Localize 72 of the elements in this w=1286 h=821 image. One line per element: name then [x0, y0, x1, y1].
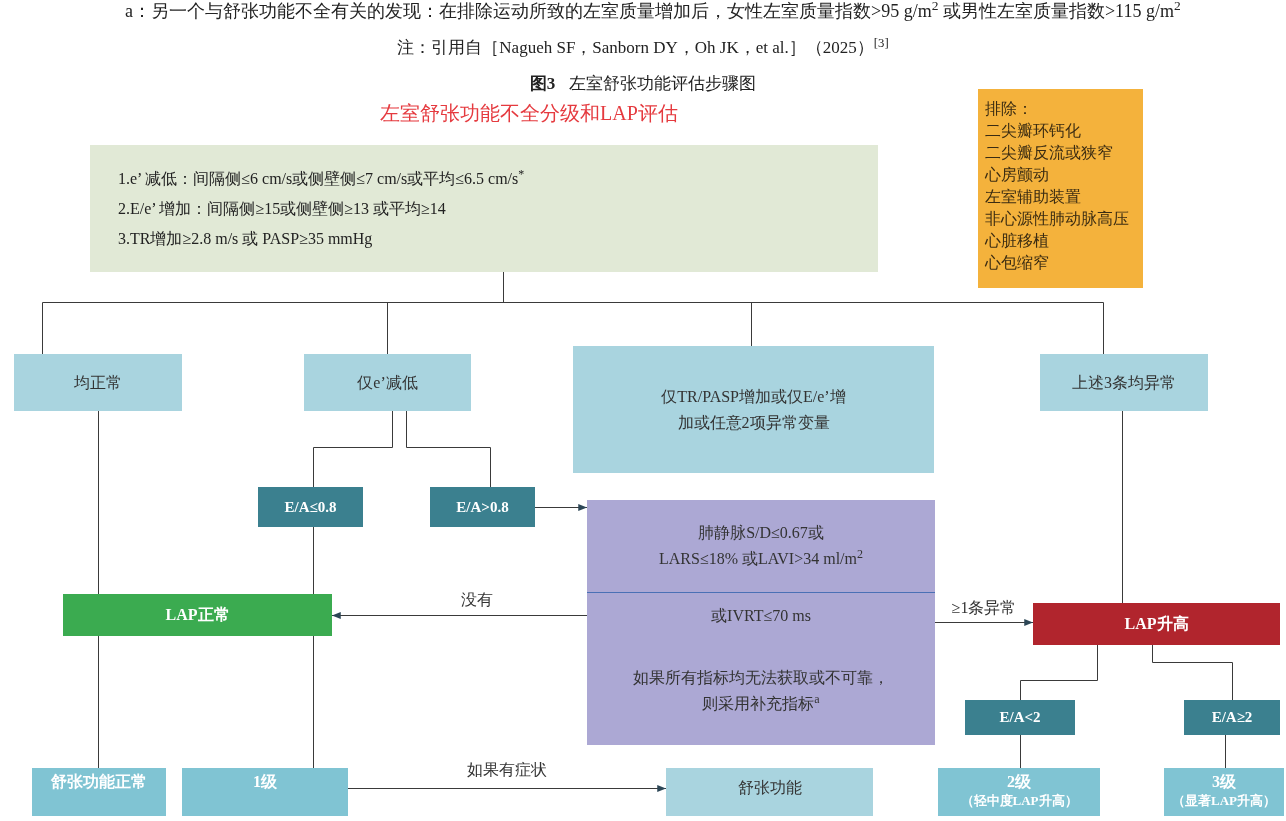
node-label: （显著LAP升高） — [1172, 792, 1276, 810]
node-label: 舒张功能 — [737, 778, 802, 798]
result-box — [304, 354, 471, 411]
criteria-line: 3.TR增加≥2.8 m/s 或 PASP≥35 mmHg — [118, 228, 373, 250]
edge-label: 没有 — [459, 590, 495, 610]
criteria-panel — [90, 145, 878, 272]
edge-label: 如果有症状 — [465, 760, 549, 780]
list-item: 心脏移植 — [985, 231, 1049, 251]
list-item: 心房颤动 — [985, 165, 1049, 185]
result-box — [14, 354, 182, 411]
connector-line — [1020, 644, 1098, 701]
list-item: 非心源性肺动脉高压 — [985, 209, 1129, 229]
list-item: 二尖瓣环钙化 — [985, 121, 1081, 141]
arrow — [347, 785, 667, 792]
connector-line — [751, 302, 752, 347]
criteria-line: 2.E/e’ 增加：间隔侧≥15或侧壁侧≥13 或平均≥14 — [118, 198, 446, 219]
grade-box — [32, 768, 166, 816]
ratio-box — [430, 487, 535, 527]
node-label: 均正常 — [74, 372, 122, 393]
node-label: 3级 — [1212, 772, 1236, 792]
connector-line — [1020, 734, 1021, 769]
connector-line — [406, 410, 491, 488]
figure-caption: 图3 左室舒张功能评估步骤图 — [529, 73, 757, 95]
list-item: 心包缩窄 — [985, 253, 1049, 273]
node-label: E/A≤0.8 — [284, 497, 337, 517]
ratio-box — [258, 487, 363, 527]
result-box — [573, 346, 934, 473]
node-label: E/A≥2 — [1211, 708, 1253, 728]
grade-box — [1164, 768, 1284, 816]
node-label: 1级 — [253, 772, 277, 792]
list-item: 左室辅助装置 — [985, 187, 1081, 207]
grade-box — [938, 768, 1100, 816]
list-item: 二尖瓣反流或狭窄 — [985, 143, 1113, 163]
criteria-line: 1.e’ 减低：间隔侧≤6 cm/s或侧壁侧≤7 cm/s或平均≤6.5 cm/s$^{*}$ — [118, 166, 525, 189]
connector-line — [313, 526, 314, 595]
arrow — [331, 612, 588, 619]
node-label: 2级 — [1007, 772, 1031, 792]
connector-line — [1103, 302, 1104, 355]
condition-text: 如果所有指标均无法获取或不可靠，则采用补充指标$^{a}$ — [632, 668, 890, 714]
exclusion-panel — [978, 89, 1143, 288]
node-label: 仅e’减低 — [357, 372, 418, 393]
connector-line — [313, 635, 314, 769]
citation-note: 注：引用自［Nagueh SF，Sanborn DY，Oh JK，et al.］（2025）$^{[3]}$ — [397, 37, 889, 59]
criteria-panel — [587, 500, 935, 745]
condition-text: 或IVRT≤70 ms — [711, 606, 811, 626]
connector-line — [1122, 410, 1123, 604]
connector-line — [98, 635, 99, 769]
arrow — [934, 619, 1034, 626]
node-label: LAP升高 — [1124, 614, 1189, 634]
status-box — [1033, 603, 1280, 645]
connector-line — [313, 410, 393, 488]
node-label: 仅TR/PASP增加或仅E/e’增加或任意2项异常变量 — [660, 386, 847, 433]
list-heading: 排除： — [985, 99, 1033, 119]
node-label: （轻中度LAP升高） — [960, 792, 1078, 810]
status-box — [63, 594, 332, 636]
node-label: E/A<2 — [999, 708, 1041, 728]
connector-line — [98, 410, 99, 595]
condition-text: 肺静脉S/D≤0.67或LARS≤18% 或LAVI>34 ml/m$^{2}$ — [658, 523, 864, 569]
grade-box — [666, 768, 873, 816]
connector-line — [1225, 734, 1226, 769]
diagram-title: 左室舒张功能不全分级和LAP评估 — [380, 101, 678, 126]
node-label: 上述3条均异常 — [1072, 372, 1176, 393]
arrow — [534, 504, 588, 511]
ratio-box — [1184, 700, 1280, 735]
result-box — [1040, 354, 1208, 411]
footnote-text: a：另一个与舒张功能不全有关的发现：在排除运动所致的左室质量增加后，女性左室质量指数>95 g/m$^{2}$ 或男性左室质量指数>115 g/m$^{2}$ — [125, 0, 1181, 22]
connector-line — [1152, 644, 1233, 701]
ratio-box — [965, 700, 1075, 735]
node-label: LAP正常 — [165, 605, 230, 625]
grade-box — [182, 768, 348, 816]
node-label: E/A>0.8 — [456, 497, 509, 517]
node-label: 舒张功能正常 — [51, 772, 147, 792]
